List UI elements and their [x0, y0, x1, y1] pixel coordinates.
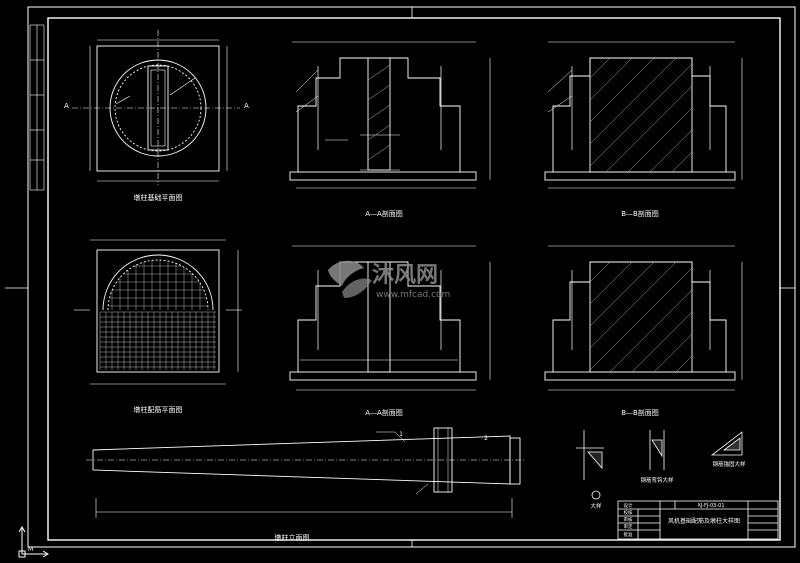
title-block-row-0: 设计	[624, 502, 633, 509]
title-block-drawing-number: XJ-FJ-03-01	[697, 503, 724, 509]
section-aa-top-hatch	[367, 64, 391, 161]
section-bb-reinf-hatch	[589, 261, 693, 373]
ucs-label: M	[28, 546, 33, 553]
section-aa-top-title: A—A剖面图	[365, 209, 403, 218]
detail-views	[576, 430, 743, 500]
watermark-brand: 沐风网	[372, 263, 438, 288]
detail-1-title: 大样	[590, 502, 602, 510]
reinforcement-plan-view	[74, 239, 242, 385]
section-marker-a-right: A	[244, 102, 249, 110]
section-bb-top-view	[544, 41, 743, 189]
elevation-marker-1: 1	[399, 431, 403, 438]
section-bb-reinf-view	[544, 245, 743, 391]
section-aa-reinf-view	[289, 245, 491, 391]
ucs-axis-icon	[18, 526, 49, 558]
elevation-title: 墩柱立面图	[275, 533, 310, 542]
title-block-row-1: 校核	[624, 509, 633, 516]
pier-elevation-view	[86, 427, 525, 518]
section-bb-reinf-title: B—B剖面图	[621, 408, 659, 417]
title-block	[617, 500, 779, 540]
section-marker-a-left: A	[64, 102, 69, 110]
foundation-plan-view	[72, 30, 240, 185]
watermark-logo	[328, 260, 372, 298]
section-bb-top-hatch	[589, 57, 693, 173]
reinforcement-mesh-grid	[99, 260, 216, 370]
section-aa-top-view	[289, 41, 491, 189]
title-block-row-2: 审核	[624, 516, 633, 523]
detail-2-title: 钢筋弯钩大样	[640, 476, 674, 484]
sheet-frame	[5, 6, 796, 548]
watermark-url: www.mfcad.com	[376, 290, 450, 300]
title-block-drawing-title: 风机基础配筋及墩柱大样图	[668, 517, 740, 525]
title-block-row-3: 审定	[624, 523, 633, 530]
elevation-marker-2: 2	[484, 435, 488, 442]
reinforcement-plan-title: 墩柱配筋平面图	[134, 405, 183, 414]
plan-view-title: 墩柱基础平面图	[134, 193, 183, 202]
detail-3-title: 钢筋锚固大样	[712, 460, 746, 468]
section-bb-top-title: B—B剖面图	[621, 209, 659, 218]
section-aa-reinf-title: A—A剖面图	[365, 408, 403, 417]
title-block-row-4: 批准	[624, 531, 633, 538]
